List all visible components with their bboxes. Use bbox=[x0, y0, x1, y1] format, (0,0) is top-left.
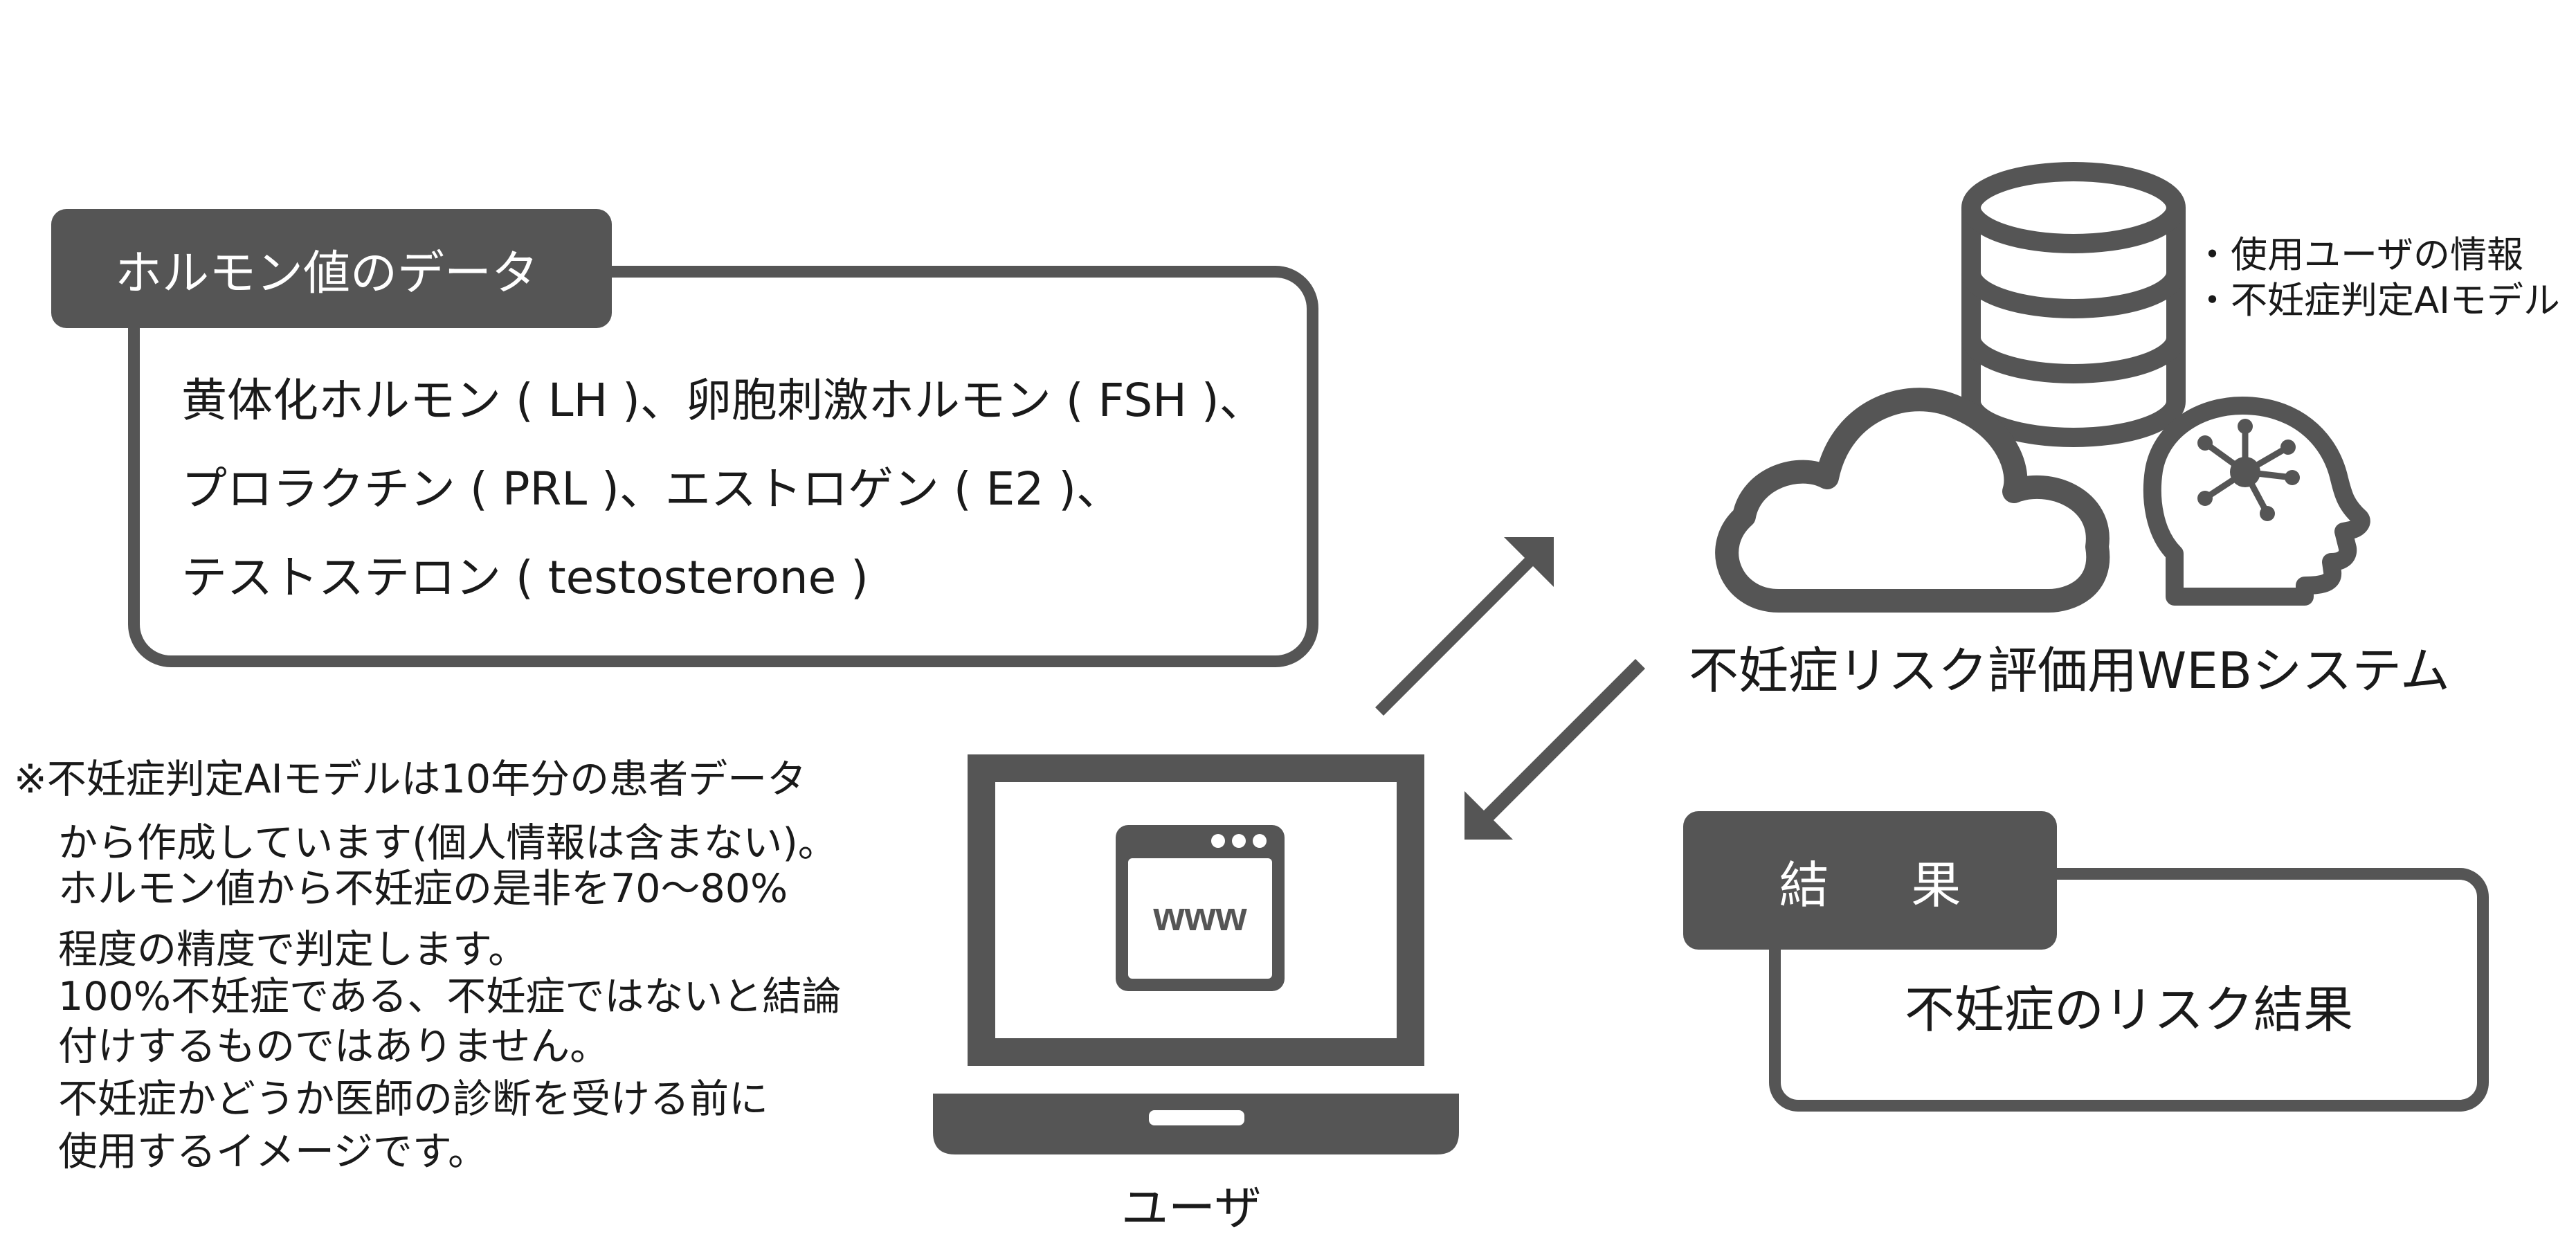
result-title: 結 果 bbox=[1683, 811, 2057, 950]
upload-arrow bbox=[1375, 537, 1554, 716]
note-line: 付けするものではありません。 bbox=[58, 1024, 610, 1069]
note-line: ※不妊症判定AIモデルは10年分の患者データ bbox=[14, 757, 807, 802]
hormone-line-3: テストステロン ( testosterone ) bbox=[181, 551, 869, 604]
hormone-line-2: プロラクチン ( PRL )、エストロゲン ( E2 )、 bbox=[181, 462, 1122, 516]
database-icon bbox=[1961, 162, 2186, 447]
hormone-data-frame bbox=[128, 266, 1318, 667]
note-line: 程度の精度で判定します。 bbox=[58, 927, 528, 972]
browser-url-text: www bbox=[1152, 894, 1247, 939]
database-info-item: ・使用ユーザの情報 bbox=[2194, 234, 2523, 276]
note-line: 100%不妊症である、不妊症ではないと結論 bbox=[58, 974, 842, 1020]
download-arrow bbox=[1464, 659, 1645, 840]
hormone-data-title: ホルモン値のデータ bbox=[51, 209, 612, 328]
hormone-line-1: 黄体化ホルモン ( LH )、卵胞刺激ホルモン ( FSH )、 bbox=[181, 374, 1265, 427]
database-info-item: ・不妊症判定AIモデル bbox=[2194, 280, 2560, 322]
result-text: 不妊症のリスク結果 bbox=[1904, 981, 2353, 1039]
note-line: ホルモン値から不妊症の是非を70～80% bbox=[58, 866, 788, 912]
cloud-icon bbox=[1715, 388, 2110, 613]
user-label: ユーザ bbox=[1121, 1181, 1262, 1236]
note-line: から作成しています(個人情報は含まない)。 bbox=[58, 820, 837, 866]
ai-head-icon bbox=[2143, 397, 2370, 606]
note-line: 使用するイメージです。 bbox=[58, 1129, 488, 1175]
system-label: 不妊症リスク評価用WEBシステム bbox=[1689, 642, 2450, 700]
note-line: 不妊症かどうか医師の診断を受ける前に bbox=[58, 1076, 768, 1122]
browser-window-icon: www bbox=[1116, 825, 1285, 991]
